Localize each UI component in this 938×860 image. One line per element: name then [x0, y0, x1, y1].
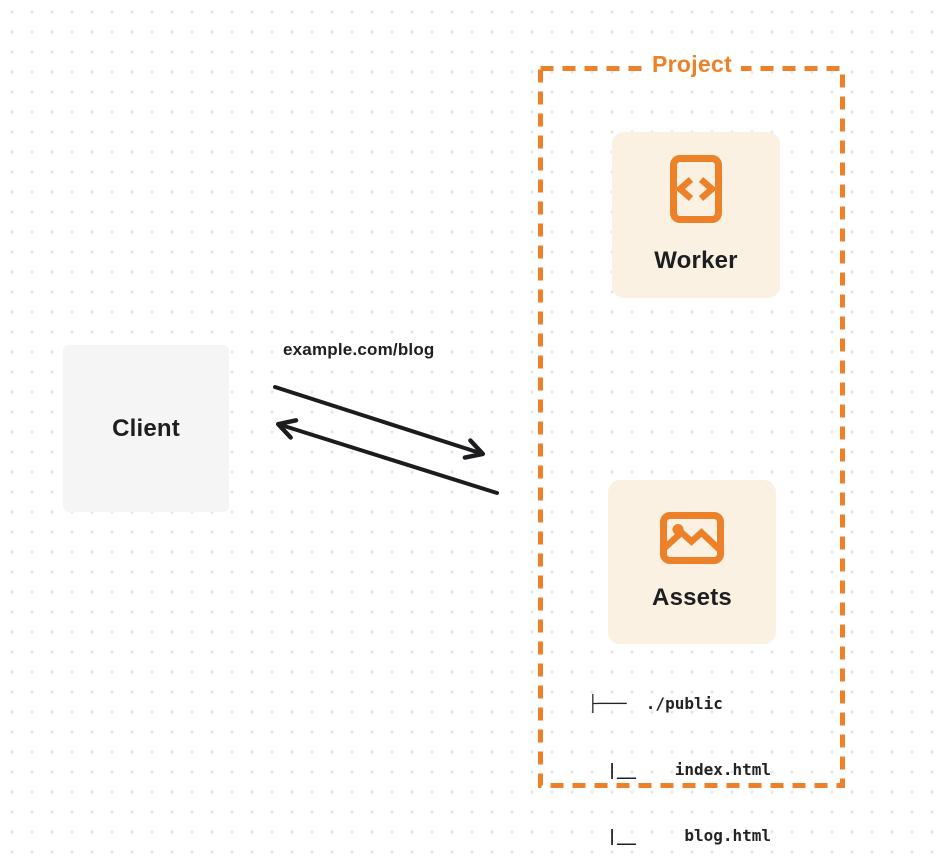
- worker-node: Worker: [612, 132, 780, 298]
- project-group-label: Project: [541, 51, 843, 78]
- assets-node: Assets: [608, 480, 776, 644]
- response-arrow: [275, 418, 499, 495]
- client-node: Client: [63, 345, 229, 512]
- request-arrow: [273, 385, 486, 460]
- file-tree-line-index: |__ index.html: [588, 760, 772, 779]
- assets-file-tree: ├─── ./public |__ index.html |__ blog.ht…: [588, 649, 771, 860]
- file-tree-line-blog: |__ blog.html: [588, 826, 772, 845]
- worker-label: Worker: [654, 247, 738, 274]
- request-url-label: example.com/blog: [283, 340, 435, 359]
- assets-label: Assets: [652, 584, 732, 611]
- code-document-icon: [670, 155, 722, 223]
- client-label: Client: [112, 414, 180, 442]
- file-tree-line-root: ├─── ./public: [588, 694, 723, 713]
- project-label-text: Project: [642, 51, 742, 78]
- image-icon: [660, 512, 724, 564]
